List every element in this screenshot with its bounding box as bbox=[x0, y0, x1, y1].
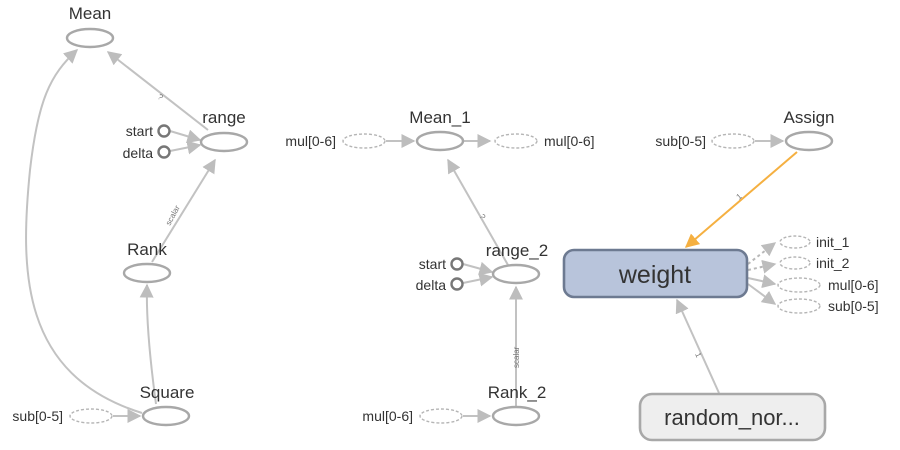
node-range-2[interactable]: range_2 bbox=[486, 241, 548, 285]
edge-weight-to-sub bbox=[747, 283, 777, 305]
const-delta-2-shape[interactable] bbox=[450, 277, 464, 291]
stub-weight-mul-label: mul[0-6] bbox=[828, 277, 879, 293]
node-mean[interactable]: Mean bbox=[65, 4, 115, 49]
stub-square-input[interactable]: sub[0-5] bbox=[12, 408, 113, 424]
node-rank-2-label: Rank_2 bbox=[488, 383, 547, 402]
node-weight-label: weight bbox=[618, 261, 691, 289]
edge-weight-to-mul bbox=[747, 274, 777, 289]
stub-mean-1-input-shape[interactable] bbox=[342, 133, 386, 149]
edge-weight-to-init1 bbox=[747, 242, 777, 265]
stub-weight-mul-shape[interactable] bbox=[777, 277, 821, 293]
stub-rank-2-input-label: mul[0-6] bbox=[362, 408, 413, 424]
edge-assign-to-weight bbox=[684, 151, 798, 248]
const-start[interactable]: start bbox=[126, 123, 171, 139]
const-start-shape[interactable] bbox=[157, 124, 171, 138]
node-rank-2[interactable]: Rank_2 bbox=[488, 383, 547, 427]
stub-square-input-label: sub[0-5] bbox=[12, 408, 63, 424]
node-square[interactable]: Square bbox=[140, 383, 195, 427]
edges bbox=[25, 49, 798, 423]
edge-label-random-weight: 1 bbox=[693, 351, 703, 359]
node-range-2-label: range_2 bbox=[486, 241, 548, 260]
node-random-normal[interactable]: random_nor... bbox=[638, 392, 827, 442]
const-delta-shape[interactable] bbox=[157, 145, 171, 159]
stub-assign-input[interactable]: sub[0-5] bbox=[655, 133, 755, 149]
const-start-2-label: start bbox=[419, 256, 446, 272]
node-mean-label: Mean bbox=[69, 4, 112, 23]
edge-square-to-rank bbox=[139, 283, 157, 405]
stub-init-1-shape[interactable] bbox=[779, 235, 811, 249]
node-range-label: range bbox=[202, 108, 245, 127]
const-start-label: start bbox=[126, 123, 153, 139]
node-range-shape[interactable] bbox=[199, 131, 249, 153]
stub-mean-1-input-label: mul[0-6] bbox=[285, 133, 336, 149]
node-assign-label: Assign bbox=[783, 108, 834, 127]
node-assign-shape[interactable] bbox=[784, 130, 834, 152]
edge-range2-to-mean1 bbox=[447, 158, 509, 266]
edge-label-range-mean: ? bbox=[156, 92, 165, 102]
edge-rank-to-range bbox=[151, 158, 216, 263]
edge-weight-to-init2 bbox=[747, 259, 777, 274]
stub-rank-2-input-shape[interactable] bbox=[419, 408, 463, 424]
stub-init-2[interactable]: init_2 bbox=[779, 255, 850, 271]
stub-mean-1-input[interactable]: mul[0-6] bbox=[285, 133, 386, 149]
node-rank-2-shape[interactable] bbox=[491, 405, 541, 427]
edge-label-rank2-range2: scalar bbox=[512, 346, 521, 368]
node-mean-shape[interactable] bbox=[65, 27, 115, 49]
stub-mean-1-output-label: mul[0-6] bbox=[544, 133, 595, 149]
stub-weight-sub-label: sub[0-5] bbox=[828, 298, 879, 314]
stub-square-input-shape[interactable] bbox=[69, 408, 113, 424]
const-start-2-shape[interactable] bbox=[450, 257, 464, 271]
edge-square-to-mean bbox=[25, 49, 143, 414]
edge-range-to-mean bbox=[106, 51, 209, 131]
node-rank-shape[interactable] bbox=[122, 262, 172, 284]
node-random-normal-label: random_nor... bbox=[664, 405, 800, 430]
node-weight[interactable]: weight bbox=[562, 248, 749, 299]
node-range[interactable]: range bbox=[199, 108, 249, 153]
node-range-2-shape[interactable] bbox=[491, 263, 541, 285]
edge-label-assign-weight: 1 bbox=[735, 191, 745, 201]
stub-weight-sub-shape[interactable] bbox=[777, 298, 821, 314]
edge-start-to-range bbox=[169, 129, 202, 144]
const-delta-2[interactable]: delta bbox=[416, 277, 464, 293]
const-delta-2-label: delta bbox=[416, 277, 447, 293]
stub-init-1-label: init_1 bbox=[816, 234, 850, 250]
const-delta[interactable]: delta bbox=[123, 145, 171, 161]
stub-rank-2-input[interactable]: mul[0-6] bbox=[362, 408, 463, 424]
const-delta-label: delta bbox=[123, 145, 154, 161]
node-mean-1-label: Mean_1 bbox=[409, 108, 470, 127]
node-square-label: Square bbox=[140, 383, 195, 402]
edge-delta2-to-range2 bbox=[462, 272, 494, 287]
const-start-2[interactable]: start bbox=[419, 256, 464, 272]
stub-assign-input-shape[interactable] bbox=[711, 133, 755, 149]
edge-random-to-weight bbox=[675, 298, 720, 394]
stub-init-2-shape[interactable] bbox=[779, 256, 811, 270]
stub-init-2-label: init_2 bbox=[816, 255, 850, 271]
edge-delta-to-range bbox=[169, 140, 202, 155]
node-rank[interactable]: Rank bbox=[122, 240, 172, 284]
node-rank-label: Rank bbox=[127, 240, 167, 259]
node-mean-1[interactable]: Mean_1 bbox=[409, 108, 471, 152]
edge-label-range2-mean1: ? bbox=[477, 213, 487, 222]
node-weight-shape[interactable] bbox=[562, 248, 749, 299]
edge-start2-to-range2 bbox=[462, 261, 494, 276]
node-random-normal-shape[interactable] bbox=[638, 392, 827, 442]
stub-assign-input-label: sub[0-5] bbox=[655, 133, 706, 149]
stub-weight-sub[interactable]: sub[0-5] bbox=[777, 298, 879, 314]
edge-label-rank-range: scalar bbox=[164, 204, 182, 227]
stub-weight-mul[interactable]: mul[0-6] bbox=[777, 277, 879, 293]
node-mean-1-shape[interactable] bbox=[415, 130, 465, 152]
stub-init-1[interactable]: init_1 bbox=[779, 234, 850, 250]
node-assign[interactable]: Assign bbox=[783, 108, 835, 152]
stub-mean-1-output[interactable]: mul[0-6] bbox=[494, 133, 595, 149]
stub-mean-1-output-shape[interactable] bbox=[494, 133, 538, 149]
node-square-shape[interactable] bbox=[141, 405, 191, 427]
